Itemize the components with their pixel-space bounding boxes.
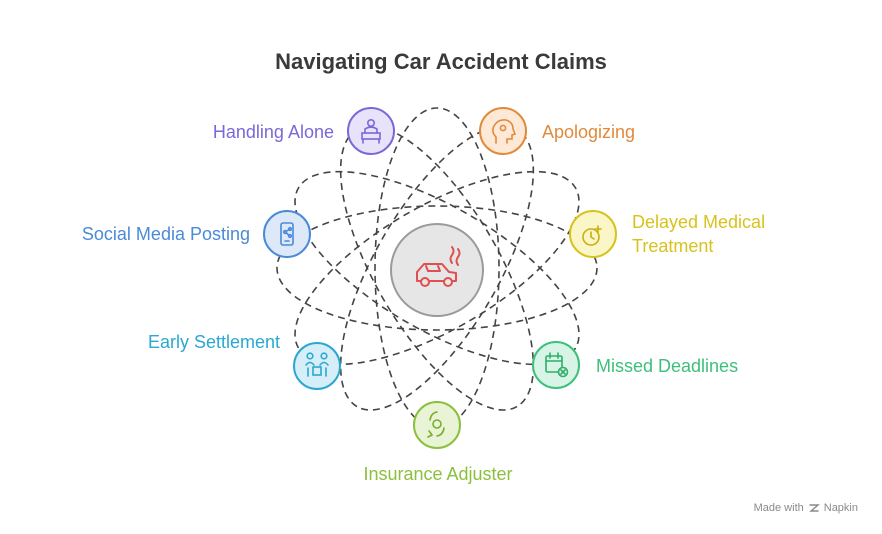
orbit-ellipse: [294, 170, 580, 366]
node-social-media-posting: [263, 210, 311, 258]
car-breakdown-icon: [416, 246, 461, 287]
clock-medical-icon: [582, 225, 602, 246]
napkin-brand-text: Napkin: [823, 502, 858, 514]
made-with-text: Made with: [753, 502, 804, 514]
person-at-desk-icon: [361, 119, 381, 144]
label-missed-deadlines: Missed Deadlines: [596, 356, 739, 376]
node-missed-deadlines: [532, 341, 580, 389]
head-thought-icon: [492, 119, 517, 144]
node-delayed-medical-treatment: [569, 210, 617, 258]
label-social-media-posting: Social Media Posting: [81, 224, 250, 244]
center-node: [390, 223, 484, 317]
node-apologizing: [479, 107, 527, 155]
calendar-cancel-icon: [545, 352, 569, 378]
handshake-icon: [427, 411, 445, 438]
node-handling-alone: [347, 107, 395, 155]
smartphone-share-icon: [280, 222, 294, 246]
node-early-settlement: [293, 342, 341, 390]
label-insurance-adjuster: Insurance Adjuster: [363, 464, 513, 484]
people-money-icon: [305, 352, 329, 377]
label-apologizing: Apologizing: [542, 122, 636, 142]
napkin-logo-icon: [808, 504, 820, 512]
orbit-ellipse: [294, 170, 580, 366]
orbit-ellipse: [276, 205, 598, 331]
label-early-settlement: Early Settlement: [147, 332, 280, 352]
napkin-watermark: Made with Napkin: [754, 502, 858, 514]
label-delayed-medical-treatment: Delayed Medical Treatment: [632, 212, 766, 256]
page-title: Navigating Car Accident Claims: [275, 49, 607, 74]
node-insurance-adjuster: [413, 401, 461, 449]
label-handling-alone: Handling Alone: [212, 122, 334, 142]
